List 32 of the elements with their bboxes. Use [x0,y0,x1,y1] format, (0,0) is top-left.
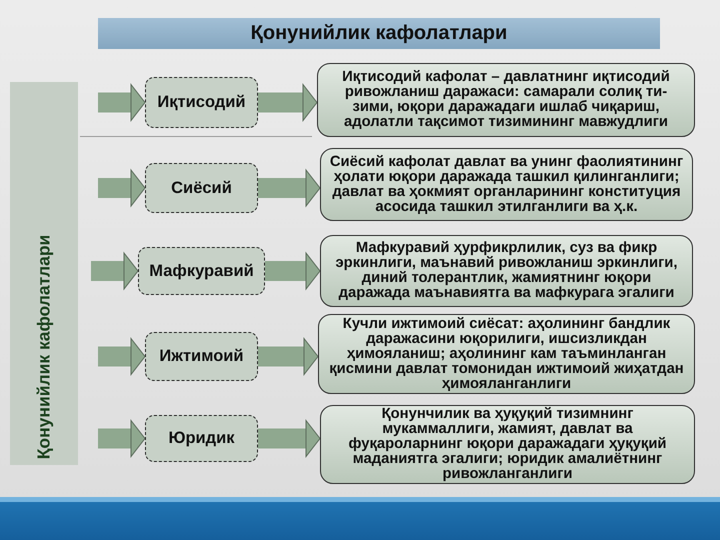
side-band [10,82,78,465]
description-box [320,235,693,307]
category-label: Мафкуравий [149,262,254,280]
band-title: Қонунийлик кафолатлари [34,234,54,460]
description-text: Кучли ижтимоий сиёсат: аҳолининг бандлик даражасини юқорилиги, ишсизликдан ҳимояланиш; аҳолининг кам таъминланган қисмини давлат томонидан ижтимоий жиҳатдан ҳимояланганлиги [328,316,685,392]
category-label: Сиёсий [171,178,232,198]
block-arrow [98,170,146,206]
description-text: Мафкуравий ҳурфикрлилик, суз ва фикр эркинлиги, маънавий ривожланиш эркинлиги, диний толерантлик, жамиятнинг юқори даражада маънавиятга ва мафкурага эгалиги [334,241,678,301]
category-box [145,77,258,128]
block-arrow [265,252,320,290]
category-label: Ижтимоий [159,347,244,366]
category-box [145,163,258,213]
category-box [145,415,258,462]
description-text: Сиёсий кафолат давлат ва унинг фаолиятининг ҳолати юқори даражада ташкил қилинганлиги; давлат ва ҳокмият органларининг конституция асосида ташкил этилганлиги ва ҳ.к. [328,154,684,214]
category-box [145,332,258,381]
block-arrow [91,252,138,290]
description-box [320,148,693,221]
block-arrow [258,338,318,375]
category-label: Иқтисодий [157,93,246,112]
description-text: Қонунчилик ва ҳуқуқий тизимнинг мукаммаллиги, жамият, давлат ва фуқароларнинг юқори даражадаги ҳуқуқий маданиятга эгалиги; юридик амалиётнинг ривожланганлиги [347,407,668,482]
block-arrow [98,420,146,457]
block-arrow [258,84,318,121]
block-arrow [258,420,320,457]
category-box [138,247,265,295]
block-arrow [98,338,146,375]
category-label: Юридик [168,429,235,448]
block-arrow [258,170,320,206]
block-arrow [98,84,146,121]
description-box [320,405,695,484]
description-box [317,63,695,137]
title-banner: Қонунийлик кафолатлари [98,18,660,49]
description-text: Иқтисодий кафолат – давлатнинг иқтисодий ривожланиш даражаси: самарали солиқ ти- зими, юқори даражадаги ишлаб чиқариш, адолатли тақсимот тизимининг мавжудлиги [341,70,671,130]
